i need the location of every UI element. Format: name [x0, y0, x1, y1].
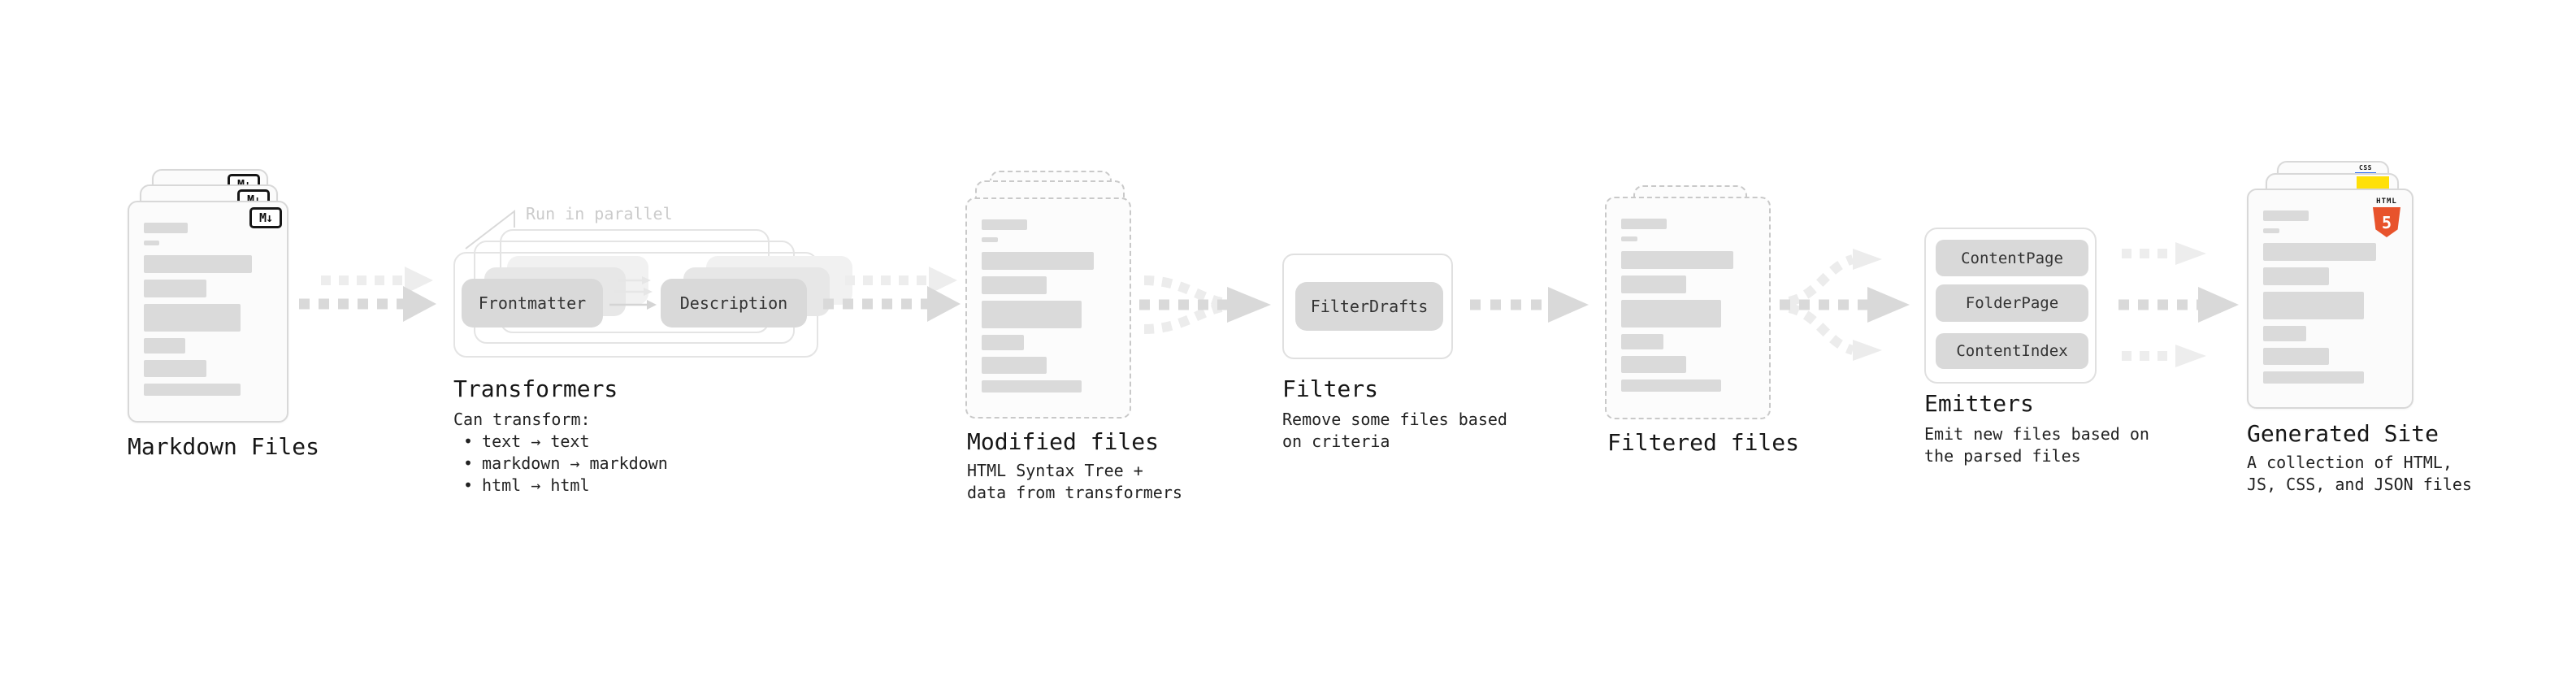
placeholder-text-bar [2263, 348, 2329, 365]
emitters-desc-line-2: the parsed files [1924, 446, 2081, 466]
modified-file-page-front [965, 197, 1131, 419]
placeholder-text-bar [2263, 243, 2376, 261]
flow-arrow-filtered-to-emitters [1780, 249, 1910, 361]
emitters-description: Emit new files based on the parsed files [1924, 423, 2149, 467]
placeholder-text-bar [1621, 275, 1687, 293]
site-page-html: HTML 5 [2247, 189, 2413, 409]
flow-arrows-emitters-to-site [2118, 242, 2239, 367]
flow-arrow-markdown-to-transformers [299, 267, 436, 322]
placeholder-text-bar [982, 301, 1082, 328]
placeholder-text-bar [2263, 292, 2364, 319]
placeholder-text-bar [1621, 219, 1667, 229]
placeholder-text-bar [982, 276, 1047, 294]
transformers-desc-line: Can transform: [453, 410, 591, 429]
contentpage-node: ContentPage [1936, 240, 2088, 276]
annotation-leader-line [465, 209, 515, 249]
frontmatter-node: Frontmatter [462, 279, 603, 327]
filters-description: Remove some files based on criteria [1282, 409, 1507, 453]
placeholder-text-bar [2263, 267, 2329, 285]
placeholder-text-bar [1621, 334, 1664, 349]
emitters-label: Emitters [1924, 390, 2034, 417]
placeholder-text-bar [982, 237, 998, 242]
placeholder-text-bar [144, 223, 188, 233]
placeholder-text-bar [982, 219, 1027, 230]
placeholder-text-bar [2263, 326, 2306, 341]
filters-label: Filters [1282, 375, 1379, 402]
placeholder-text-bar [144, 338, 185, 354]
modified-desc-line-1: HTML Syntax Tree + [967, 461, 1143, 480]
html5-icon: HTML 5 [2368, 197, 2405, 237]
filtered-files-label: Filtered files [1607, 429, 1800, 456]
generated-desc-line-1: A collection of HTML, [2247, 453, 2452, 472]
placeholder-text-bar [1621, 236, 1637, 241]
placeholder-text-bar [144, 360, 207, 377]
modified-files-description: HTML Syntax Tree + data from transformer… [967, 460, 1182, 504]
document-text-placeholder [2263, 210, 2397, 384]
placeholder-text-bar [2263, 210, 2309, 221]
emitters-panel: ContentPage FolderPage ContentIndex [1924, 228, 2097, 384]
modified-files-label: Modified files [967, 428, 1160, 455]
contentindex-node: ContentIndex [1936, 333, 2088, 369]
placeholder-text-bar [144, 304, 241, 332]
emitters-desc-line-1: Emit new files based on [1924, 424, 2149, 444]
document-text-placeholder [144, 223, 272, 396]
placeholder-text-bar [144, 280, 207, 297]
placeholder-text-bar [982, 357, 1047, 374]
flow-arrow-filters-to-filtered [1470, 287, 1589, 323]
placeholder-text-bar [144, 241, 159, 245]
filtered-file-page-front [1605, 197, 1771, 419]
modified-desc-line-2: data from transformers [967, 483, 1182, 502]
generated-site-description: A collection of HTML, JS, CSS, and JSON … [2247, 452, 2472, 496]
placeholder-text-bar [1621, 380, 1721, 392]
transform-bullet-2: •markdown → markdown [463, 453, 668, 473]
filterdrafts-node: FilterDrafts [1295, 282, 1443, 331]
markdown-files-label: Markdown Files [128, 433, 320, 460]
filters-panel: FilterDrafts [1282, 254, 1453, 359]
flow-arrow-modified-to-filters [1139, 275, 1271, 334]
placeholder-text-bar [1621, 300, 1721, 327]
placeholder-text-bar [2263, 228, 2279, 233]
document-text-placeholder [982, 219, 1115, 393]
folderpage-node: FolderPage [1936, 284, 2088, 322]
generated-desc-line-2: JS, CSS, and JSON files [2247, 475, 2472, 494]
placeholder-text-bar [2263, 371, 2364, 384]
transform-bullet-3: •html → html [463, 475, 590, 495]
placeholder-text-bar [982, 335, 1025, 350]
transform-step-arrows [609, 276, 657, 310]
flow-arrow-transformers-to-modified [823, 267, 961, 322]
placeholder-text-bar [982, 380, 1082, 393]
placeholder-text-bar [144, 255, 252, 273]
description-node: Description [661, 279, 807, 327]
placeholder-text-bar [1621, 356, 1687, 373]
placeholder-text-bar [982, 252, 1094, 270]
markdown-icon: M↓ [249, 207, 282, 228]
transformers-description: Can transform: •text → text •markdown → … [453, 409, 668, 497]
placeholder-text-bar [144, 384, 241, 396]
transformers-label: Transformers [453, 375, 618, 402]
markdown-file-page-front: M↓ [128, 201, 288, 423]
filters-desc-line-1: Remove some files based [1282, 410, 1507, 429]
run-in-parallel-annotation: Run in parallel [526, 204, 673, 223]
document-text-placeholder [1621, 219, 1754, 392]
placeholder-text-bar [1621, 251, 1733, 269]
filters-desc-line-2: on criteria [1282, 432, 1390, 451]
transform-bullet-1: •text → text [463, 432, 590, 451]
js-icon [2357, 176, 2389, 190]
generated-site-label: Generated Site [2247, 420, 2439, 447]
